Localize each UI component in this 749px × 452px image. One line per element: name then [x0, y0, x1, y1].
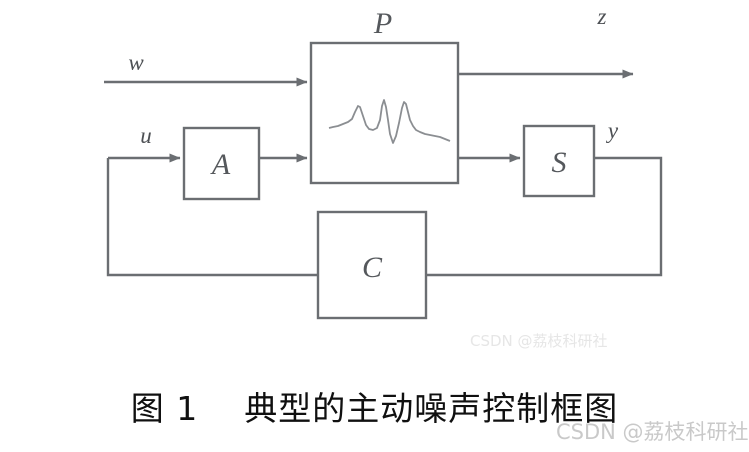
- signal-label-y: y: [606, 118, 619, 143]
- block-S: [522, 124, 596, 198]
- connector-C-to-u: [106, 158, 318, 277]
- signal-label-z: z: [597, 4, 607, 29]
- block-label-P: P: [373, 7, 392, 40]
- block-P: [309, 41, 460, 185]
- block-A: [182, 126, 261, 201]
- signal-label-w: w: [128, 50, 144, 75]
- spectrum-curve: [328, 99, 451, 144]
- block-label-S: S: [552, 146, 567, 179]
- block-label-C: C: [362, 251, 383, 284]
- block-C: [316, 210, 428, 320]
- signal-label-u: u: [140, 123, 152, 148]
- connector-S-to-C: [426, 156, 663, 277]
- figure-caption: 图 1 典型的主动噪声控制框图: [130, 389, 619, 428]
- block-label-A: A: [210, 148, 231, 181]
